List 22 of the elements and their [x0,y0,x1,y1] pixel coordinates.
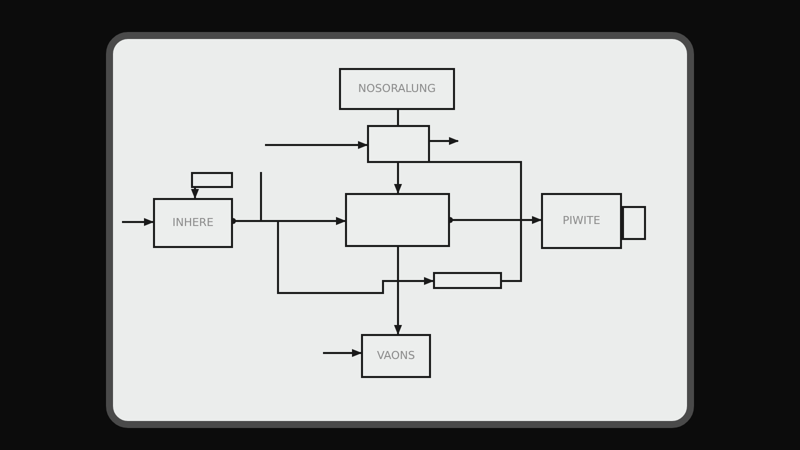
connector-arrow [122,218,154,226]
connector-arrow [323,349,362,357]
connector-arrow [394,247,402,335]
empty-box [622,206,646,240]
process-box [153,198,233,248]
process-box [339,68,455,110]
empty-box [191,172,233,188]
process-box [361,334,431,378]
empty-box [367,125,430,163]
box-label: VAONS [376,349,416,363]
connector-arrow [394,163,402,194]
empty-box [345,193,450,247]
connector-arrow [260,172,346,225]
connector-arrow [233,220,434,294]
connector-arrow [430,137,459,145]
process-box [541,193,622,249]
connector-arrow [265,141,368,149]
box-label: NOSORALUNG [358,82,436,96]
empty-box [433,272,502,289]
connector-arrow [191,188,199,199]
box-label: PIWITE [562,214,600,228]
box-label: INHERE [172,216,214,230]
